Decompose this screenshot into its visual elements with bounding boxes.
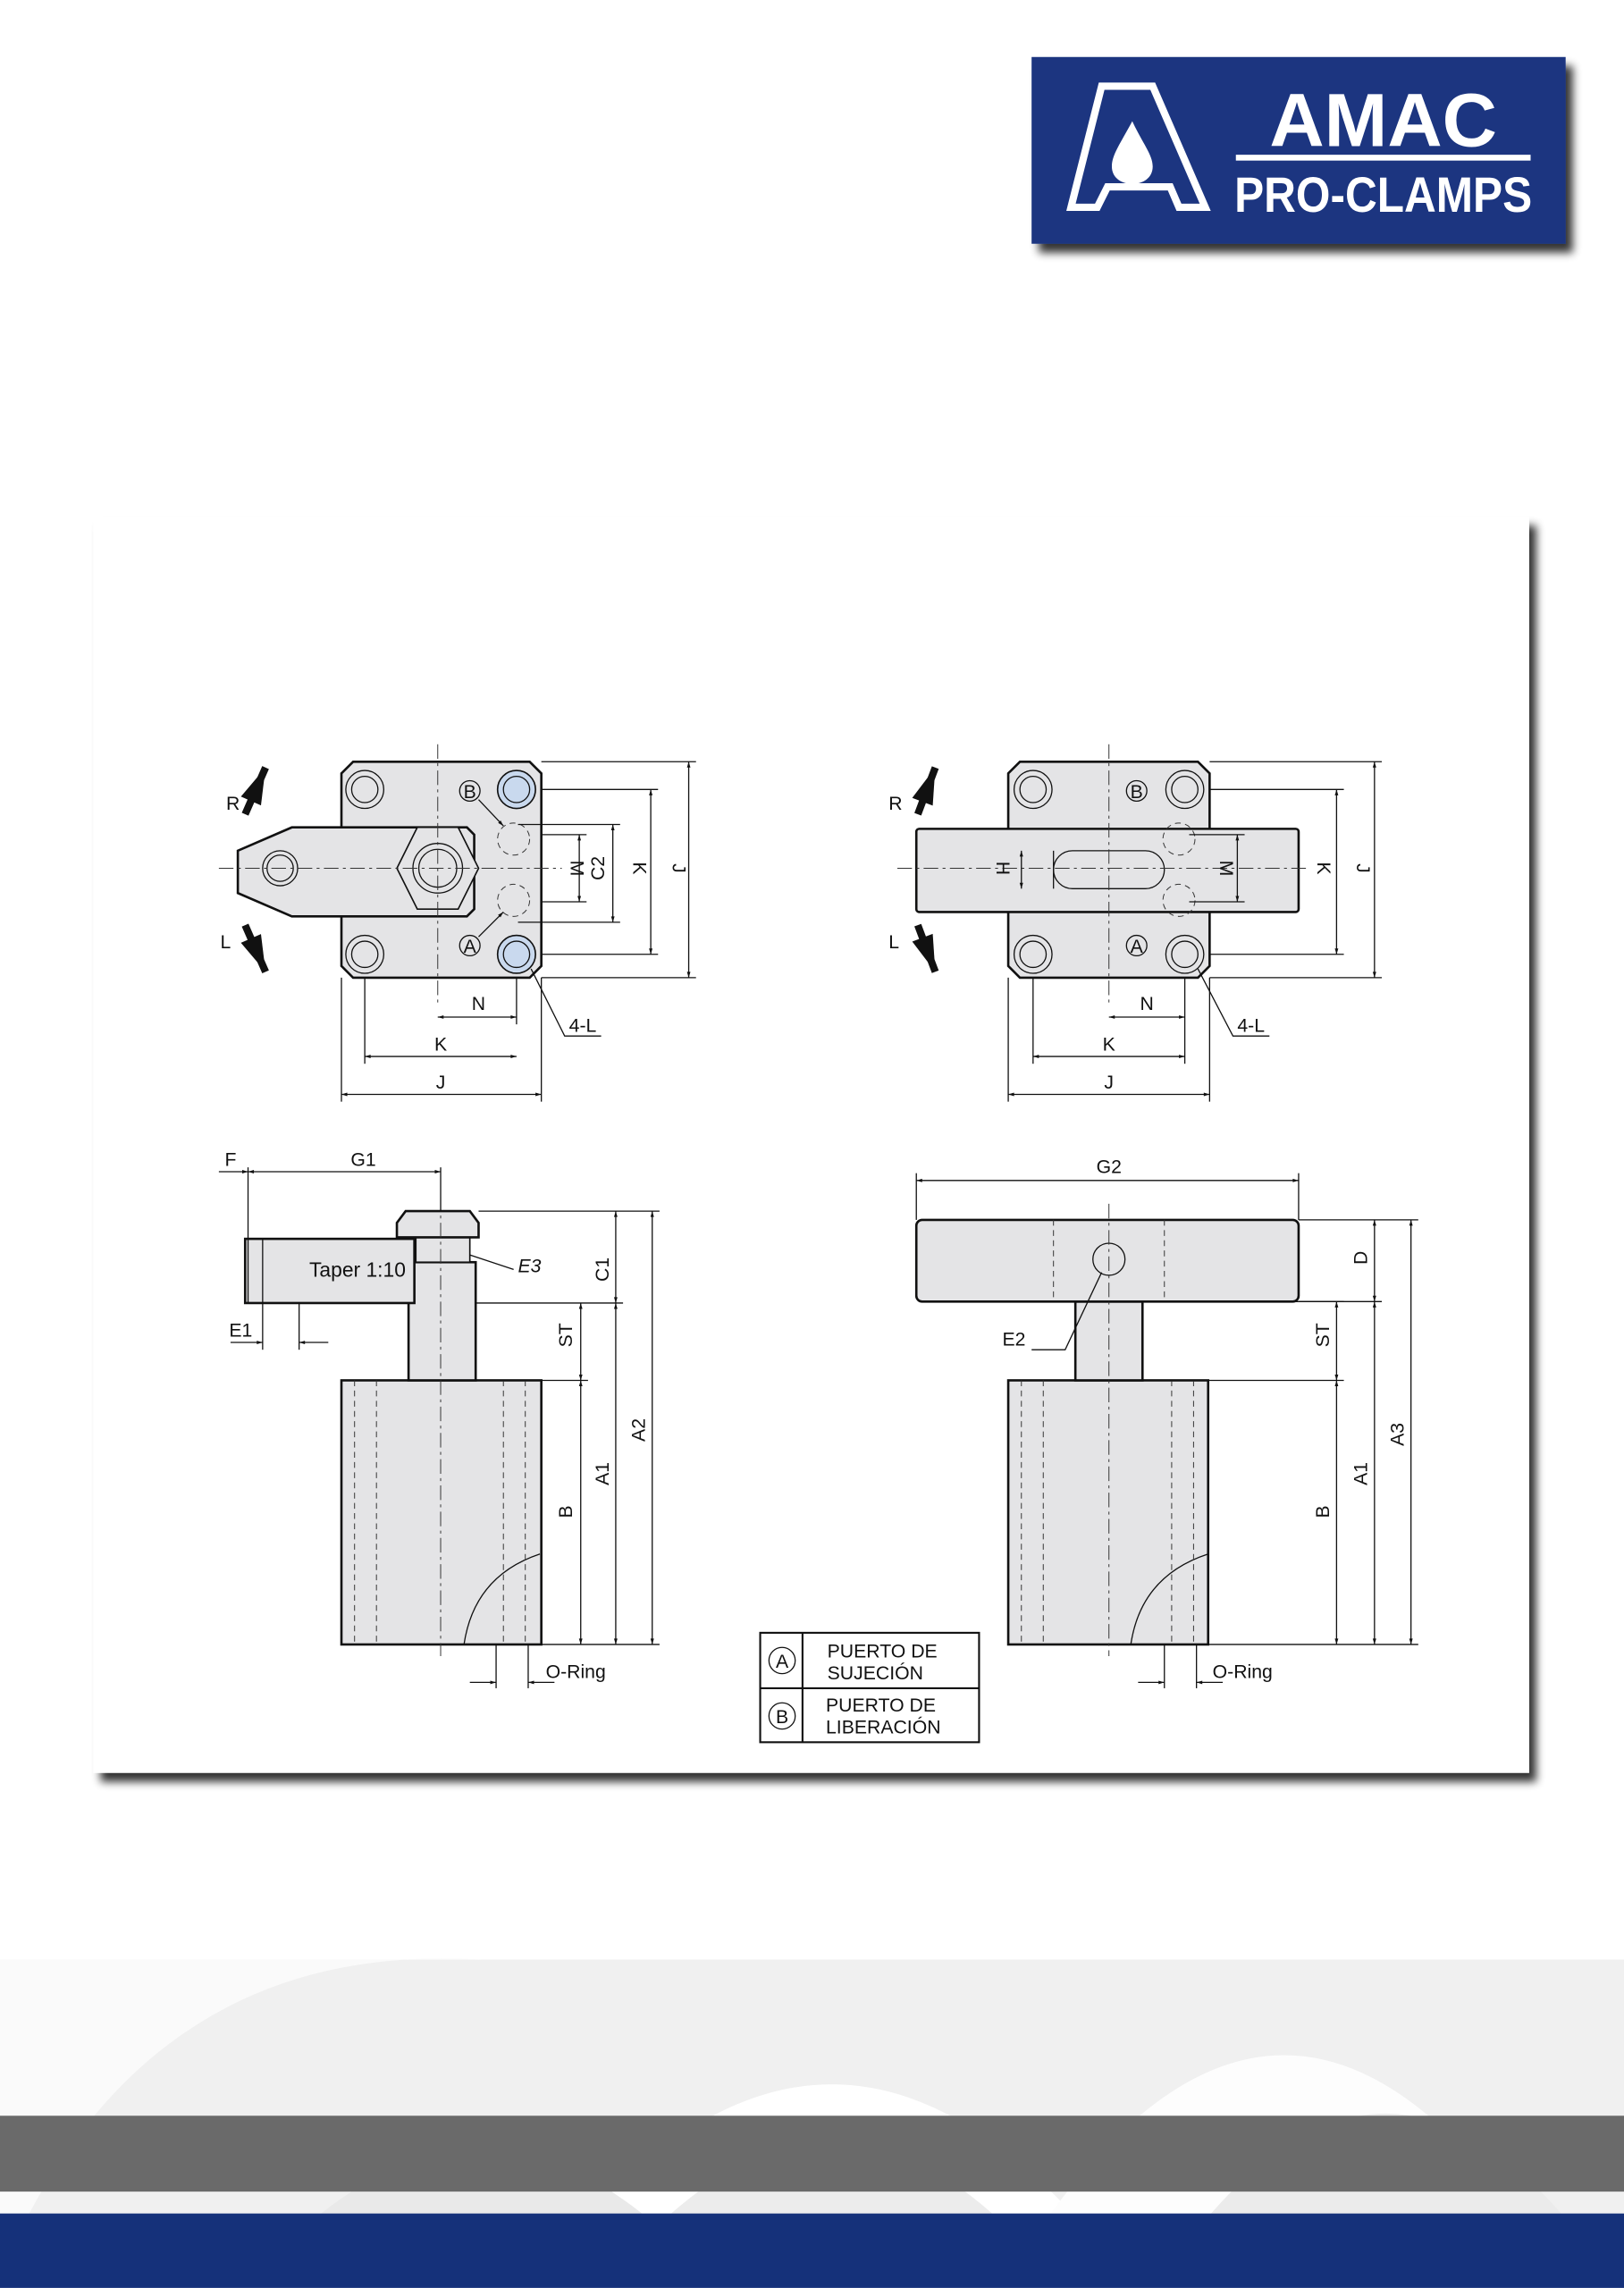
dim-c1: C1 xyxy=(593,1258,613,1282)
footer-blue-bar xyxy=(0,2213,1624,2288)
port-b-marker: B xyxy=(1125,779,1148,803)
brand-subtitle: PRO-CLAMPS xyxy=(1234,167,1532,223)
dim-g2: G2 xyxy=(1097,1157,1122,1178)
svg-text:B: B xyxy=(1131,782,1143,803)
rotation-left-arrow-icon xyxy=(912,923,939,973)
dim-o-ring: O-Ring xyxy=(546,1662,606,1683)
svg-text:A: A xyxy=(776,1652,789,1672)
svg-text:SUJECIÓN: SUJECIÓN xyxy=(828,1661,923,1684)
rotation-right-label: R xyxy=(226,794,240,814)
mounting-holes xyxy=(1013,770,1205,974)
dim-k-vertical: K xyxy=(1313,862,1334,874)
rotation-left-label: L xyxy=(221,932,231,953)
svg-text:A: A xyxy=(464,937,477,957)
svg-text:B: B xyxy=(464,782,476,803)
top-left-view: B A R L M C2 K J N K J 4-L xyxy=(218,744,696,1102)
dim-j-vertical: J xyxy=(669,863,689,873)
port-legend: A PUERTO DE SUJECIÓN B PUERTO DE LIBERAC… xyxy=(759,1631,980,1744)
dim-b: B xyxy=(1313,1505,1334,1518)
dim-j-horizontal: J xyxy=(1104,1072,1114,1093)
svg-text:PUERTO DE: PUERTO DE xyxy=(828,1642,938,1662)
dim-f: F xyxy=(224,1149,236,1170)
svg-text:A: A xyxy=(1131,937,1144,957)
legend-row-release-port: B PUERTO DE LIBERACIÓN xyxy=(768,1695,941,1738)
brand-name: AMAC xyxy=(1269,77,1497,162)
rotation-right-arrow-icon xyxy=(912,766,939,816)
footer-gray-bar xyxy=(0,2116,1624,2192)
port-b-marker: B xyxy=(459,779,481,803)
dim-n: N xyxy=(1140,994,1154,1014)
dim-k-vertical: K xyxy=(629,862,650,874)
dim-e3: E3 xyxy=(518,1257,542,1277)
dim-o-ring: O-Ring xyxy=(1213,1662,1273,1683)
top-right-view: B A R L H M K J N K J 4-L xyxy=(888,744,1383,1102)
svg-text:PUERTO DE: PUERTO DE xyxy=(826,1695,936,1716)
dim-a3: A3 xyxy=(1387,1423,1408,1446)
dim-g1: G1 xyxy=(350,1149,375,1170)
dim-a2: A2 xyxy=(629,1418,650,1442)
dim-j-vertical: J xyxy=(1352,863,1373,873)
dim-d: D xyxy=(1351,1251,1372,1265)
mounting-holes xyxy=(345,770,536,974)
dim-a1: A1 xyxy=(1351,1462,1372,1485)
dim-4-l: 4-L xyxy=(569,1015,597,1036)
dim-m: M xyxy=(1216,861,1236,877)
dim-e2: E2 xyxy=(1003,1329,1026,1350)
dim-h: H xyxy=(992,862,1013,875)
rotation-right-arrow-icon xyxy=(240,766,269,816)
logo-a-drop-icon xyxy=(1066,82,1211,212)
dim-b: B xyxy=(556,1505,576,1518)
legend-row-clamp-port: A PUERTO DE SUJECIÓN xyxy=(768,1642,938,1684)
dim-e1: E1 xyxy=(229,1320,252,1341)
dim-m: M xyxy=(566,861,586,877)
dim-j-horizontal: J xyxy=(436,1072,446,1093)
rotation-left-label: L xyxy=(888,932,899,953)
side-left-view: F G1 E1 Taper 1:10 E3 C1 ST A1 A2 B O-Ri… xyxy=(218,1149,660,1688)
side-right-view: G2 E2 D ST A1 A3 B O-Ring xyxy=(914,1157,1418,1688)
svg-text:B: B xyxy=(776,1707,788,1728)
dim-k-horizontal: K xyxy=(1103,1035,1115,1056)
dim-st: ST xyxy=(556,1323,576,1347)
rotation-right-label: R xyxy=(888,794,902,814)
port-a-marker: A xyxy=(459,934,481,957)
svg-text:LIBERACIÓN: LIBERACIÓN xyxy=(826,1716,941,1738)
drawing-panel xyxy=(93,517,1529,1773)
dim-a1: A1 xyxy=(593,1462,613,1485)
dim-st: ST xyxy=(1313,1323,1334,1347)
dim-k-horizontal: K xyxy=(434,1035,447,1056)
dim-4-l: 4-L xyxy=(1237,1015,1265,1036)
brand-logo: AMAC PRO-CLAMPS xyxy=(1031,56,1566,244)
taper-label: Taper 1:10 xyxy=(309,1258,406,1282)
dim-n: N xyxy=(472,994,485,1014)
port-a-marker: A xyxy=(1125,934,1148,957)
dim-c2: C2 xyxy=(588,856,609,880)
rotation-left-arrow-icon xyxy=(240,923,269,973)
footer-decoration xyxy=(0,1958,1624,2288)
